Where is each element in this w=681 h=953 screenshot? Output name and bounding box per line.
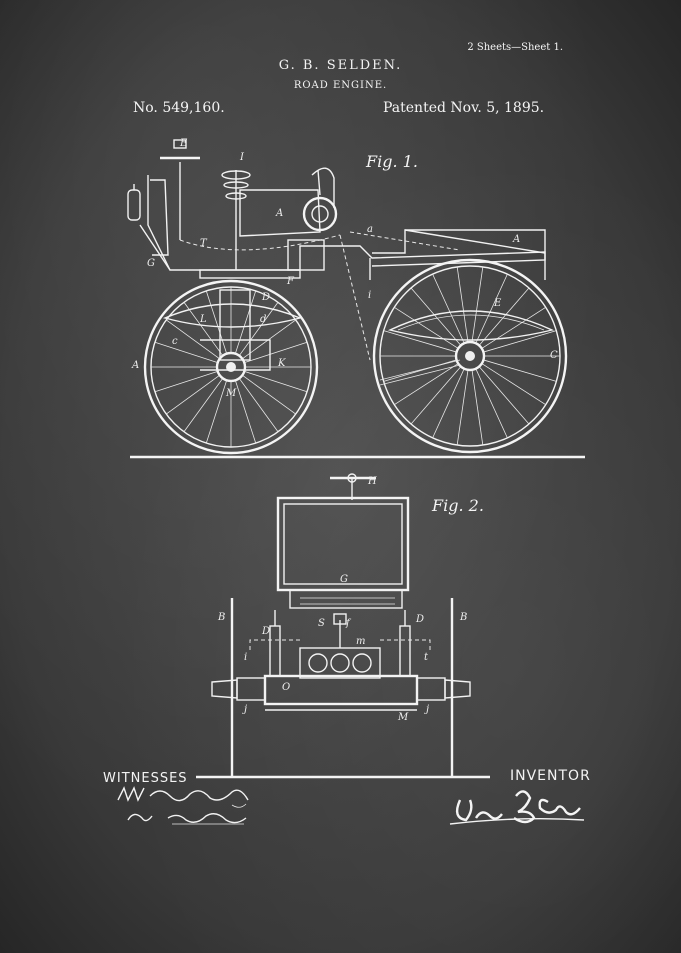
inventor-signature xyxy=(449,790,585,825)
wheel-spoke xyxy=(471,369,484,446)
patent-number: No. 549,160. xyxy=(133,100,225,116)
figure-2-label: Fig. 2. xyxy=(432,496,484,515)
wheel-spoke xyxy=(183,378,224,432)
wheel-spoke xyxy=(483,359,557,382)
wheel-spoke xyxy=(394,307,459,349)
fig1-callout: C xyxy=(550,350,558,361)
fig1-callout: i xyxy=(368,290,371,301)
fig1-callout: K xyxy=(277,358,286,369)
fig1-callout: E xyxy=(493,298,502,309)
fig2-callout: B xyxy=(217,612,225,623)
inventor-label: INVENTOR xyxy=(510,768,591,784)
wheel-spoke xyxy=(242,374,296,415)
figure-1-label: Fig. 1. xyxy=(366,152,418,171)
patent-date: Patented Nov. 5, 1895. xyxy=(383,100,545,116)
fig1-callout: A xyxy=(131,360,139,371)
fig1-callout: D xyxy=(261,292,270,303)
inventor-name-heading: G. B. SELDEN. xyxy=(278,58,403,73)
fig2-callout: j xyxy=(424,704,429,715)
fig2-callout: i xyxy=(244,652,247,663)
wheel-spoke xyxy=(244,370,308,393)
fig2-callout: D xyxy=(415,614,424,625)
wheel-spoke xyxy=(154,370,218,393)
front-wheel xyxy=(143,279,319,455)
fig2-callout: j xyxy=(242,704,247,715)
fig1-callout: I xyxy=(239,152,245,163)
wheel-spoke xyxy=(234,380,257,444)
wheel-spoke xyxy=(383,330,457,353)
wheel-spoke xyxy=(478,287,530,346)
wheel-spoke xyxy=(154,341,218,364)
fig1-callout: G xyxy=(147,258,155,269)
wheel-spoke xyxy=(481,363,546,405)
fig2-callout: O xyxy=(282,682,290,693)
wheel-spoke xyxy=(410,366,462,425)
wheel-spoke xyxy=(166,319,220,360)
witness-2-signature xyxy=(127,813,247,825)
fig2-callout: G xyxy=(340,574,348,585)
fig1-callout: E xyxy=(179,138,188,149)
wheel-spoke xyxy=(238,378,279,432)
wheel-spoke xyxy=(183,302,224,356)
wheel-spoke xyxy=(471,266,484,343)
wheel-spoke xyxy=(475,368,508,439)
fig2-callout: H xyxy=(367,476,377,487)
wheel-spoke xyxy=(483,330,557,353)
patent-title: ROAD ENGINE. xyxy=(293,80,388,91)
fig1-callout: A xyxy=(275,208,283,219)
wheel-spoke xyxy=(234,290,257,354)
wheel-spoke xyxy=(432,368,465,439)
wheel-spoke xyxy=(205,380,228,444)
fig2-callout: m xyxy=(356,636,365,647)
fig2-callout: M xyxy=(397,712,409,723)
wheel-spoke xyxy=(456,369,469,446)
wheel-spoke xyxy=(475,273,508,344)
fig2-callout: t xyxy=(424,652,429,663)
fig1-callout: c xyxy=(172,336,178,347)
fig2-callout: f xyxy=(345,618,352,629)
fig2-callout: B xyxy=(459,612,467,623)
wheel-spoke xyxy=(456,266,469,343)
wheel-spoke xyxy=(410,287,462,346)
witness-1-signature xyxy=(117,786,249,808)
witnesses-label: WITNESSES xyxy=(103,771,188,786)
wheel-spoke xyxy=(244,341,308,364)
wheel-spoke xyxy=(481,307,546,349)
wheel-spoke xyxy=(238,302,279,356)
wheel-spoke xyxy=(478,366,530,425)
rear-wheel xyxy=(372,258,568,454)
fig1-callout: A xyxy=(512,234,520,245)
fig1-callout: d xyxy=(260,314,266,325)
fig2-callout: S xyxy=(318,618,325,629)
fig1-callout: T xyxy=(200,238,208,249)
wheel-spoke xyxy=(394,363,459,405)
fig1-callout: L xyxy=(199,314,207,325)
wheel-spoke xyxy=(205,290,228,354)
sheet-count: 2 Sheets—Sheet 1. xyxy=(467,42,563,53)
fig1-callout: F xyxy=(286,276,295,287)
wheel-spoke xyxy=(432,273,465,344)
fig2-callout: D xyxy=(261,626,270,637)
fig1-callout: M xyxy=(225,388,237,399)
wheel-spoke xyxy=(166,374,220,415)
fig1-callout: a xyxy=(367,224,373,235)
